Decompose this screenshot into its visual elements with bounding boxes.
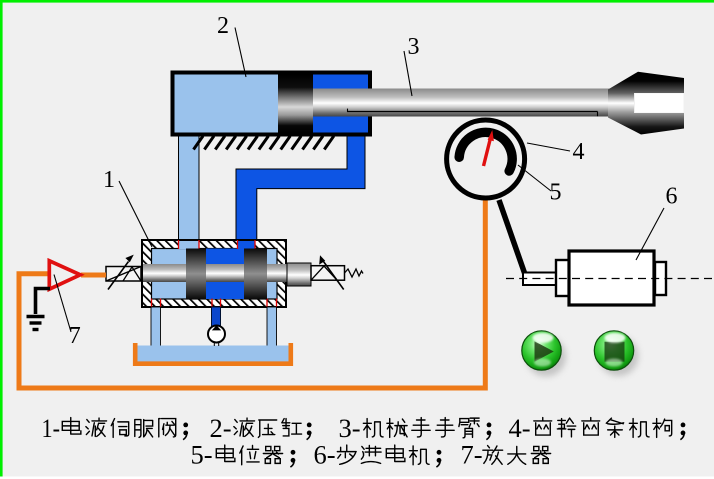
svg-text:4-: 4- bbox=[509, 413, 531, 443]
svg-text:4: 4 bbox=[573, 139, 585, 165]
svg-text:2-: 2- bbox=[210, 413, 232, 443]
svg-text:7-: 7- bbox=[461, 440, 483, 470]
svg-text:5: 5 bbox=[550, 180, 562, 206]
svg-text:6: 6 bbox=[666, 184, 678, 210]
svg-text:3-: 3- bbox=[339, 413, 361, 443]
svg-text:3: 3 bbox=[408, 34, 420, 60]
svg-text:2: 2 bbox=[217, 13, 229, 39]
svg-text:5-: 5- bbox=[191, 440, 213, 470]
svg-text:7: 7 bbox=[69, 323, 81, 349]
svg-text:1: 1 bbox=[103, 167, 115, 193]
svg-text:6-: 6- bbox=[314, 440, 336, 470]
svg-text:1-: 1- bbox=[42, 413, 61, 443]
